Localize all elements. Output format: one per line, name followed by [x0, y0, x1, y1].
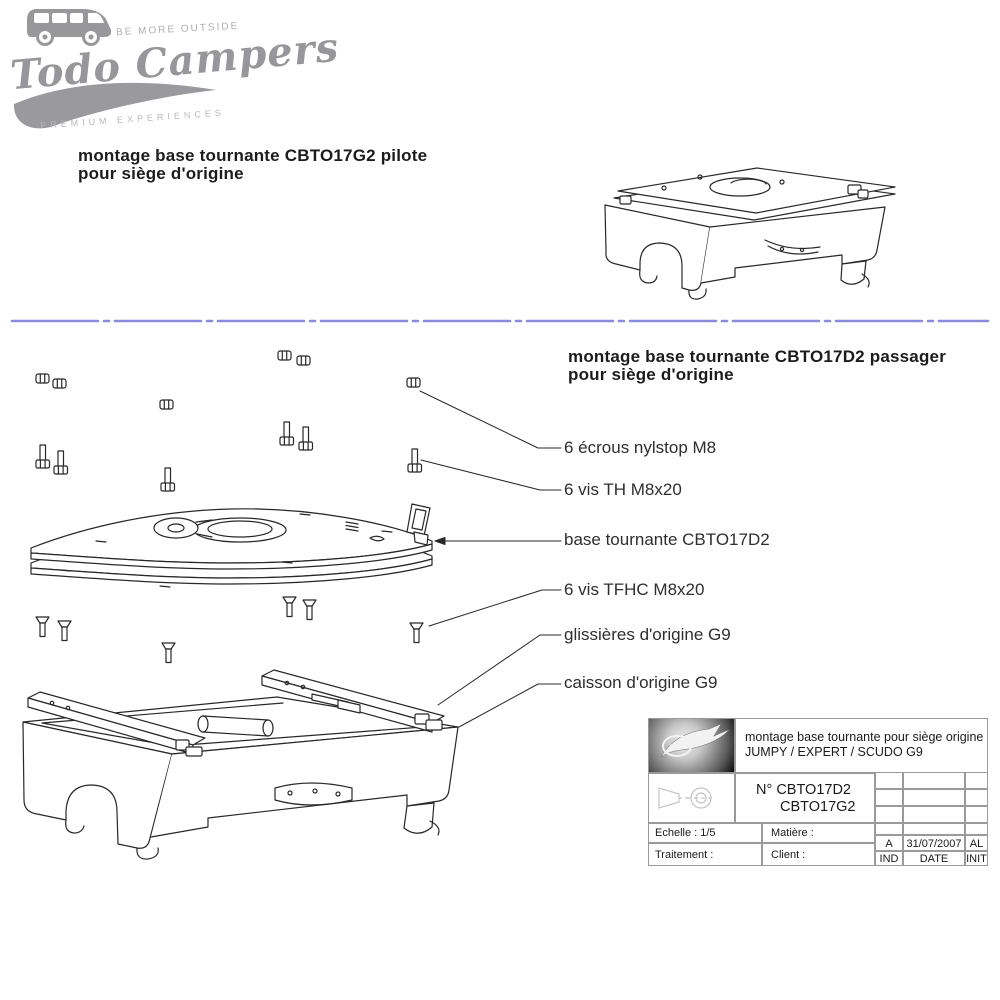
callout-ecrous-nylstop: 6 écrous nylstop M8	[564, 438, 717, 457]
exploded-view-drawing	[22, 350, 562, 860]
rev-grid-empty	[965, 772, 988, 789]
treatment-cell: Traitement :	[648, 843, 762, 866]
description-line2: JUMPY / EXPERT / SCUDO G9	[745, 745, 923, 759]
pilot-title-line1: montage base tournante CBTO17G2 pilote	[78, 146, 428, 165]
part-number-2: CBTO17G2	[780, 799, 856, 815]
rev-grid-empty	[903, 772, 965, 789]
rev-grid-empty	[965, 789, 988, 806]
revision-header-ind: IND	[875, 851, 903, 866]
callout-vis-tfhc: 6 vis TFHC M8x20	[564, 580, 705, 599]
passenger-section-title: montage base tournante CBTO17D2 passager…	[568, 348, 946, 384]
first-angle-projection-icon	[648, 773, 735, 823]
part-number-prefix: N°	[756, 782, 773, 798]
passenger-title-line2: pour siège d'origine	[568, 365, 734, 384]
van-icon	[13, 9, 216, 129]
rev-grid-empty	[875, 789, 903, 806]
callout-caisson: caisson d'origine G9	[564, 673, 718, 692]
assembled-view-drawing	[604, 167, 896, 300]
rev-grid-empty	[965, 823, 988, 835]
passenger-title-line1: montage base tournante CBTO17D2 passager	[568, 347, 947, 366]
pilot-section-title: montage base tournante CBTO17G2 pilote p…	[78, 147, 427, 183]
svg-text:CLIP: CLIP	[669, 744, 685, 751]
revision-date: 31/07/2007	[903, 835, 965, 851]
part-number-line1: N° CBTO17D2	[756, 782, 856, 799]
leader-lines	[419, 390, 562, 728]
rev-grid-empty	[903, 789, 965, 806]
swoosh-shape	[13, 82, 216, 129]
base-tournante-drawing	[30, 503, 433, 588]
nuts-drawing	[35, 350, 421, 410]
revision-ind: A	[875, 835, 903, 851]
title-block-logo-cell: CLIP	[648, 718, 735, 773]
rev-grid-empty	[875, 772, 903, 789]
part-number-cell: N° CBTO17D2 CBTO17G2	[735, 773, 875, 823]
callout-vis-th: 6 vis TH M8x20	[564, 480, 682, 499]
caisson-drawing	[22, 696, 459, 860]
description-line1: montage base tournante pour siège origin…	[745, 730, 984, 744]
rev-grid-empty	[903, 823, 965, 835]
rev-grid-empty	[875, 823, 903, 835]
rev-grid-empty	[903, 806, 965, 823]
th-bolts-drawing	[35, 421, 423, 492]
pilot-title-line2: pour siège d'origine	[78, 164, 244, 183]
scale-cell: Echelle : 1/5	[648, 823, 762, 843]
callout-base-tournante: base tournante CBTO17D2	[564, 530, 770, 549]
material-cell: Matière :	[762, 823, 875, 843]
callout-glissieres: glissières d'origine G9	[564, 625, 731, 644]
tfhc-screws-drawing	[35, 596, 424, 664]
glissieres-drawing	[27, 669, 445, 757]
rev-grid-empty	[875, 806, 903, 823]
revision-header-date: DATE	[903, 851, 965, 866]
revision-header-init: INIT	[965, 851, 988, 866]
revision-init: AL	[965, 835, 988, 851]
client-cell: Client :	[762, 843, 875, 866]
title-block: CLIP montage base tournante pour siège o…	[648, 718, 988, 866]
brand-logo: BE MORE OUTSIDE Todo Campers PREMIUM EXP…	[0, 0, 341, 145]
clip-brand-emblem: CLIP	[660, 723, 730, 758]
title-block-description: montage base tournante pour siège origin…	[735, 718, 988, 773]
rev-grid-empty	[965, 806, 988, 823]
part-number-1: CBTO17D2	[776, 782, 851, 798]
